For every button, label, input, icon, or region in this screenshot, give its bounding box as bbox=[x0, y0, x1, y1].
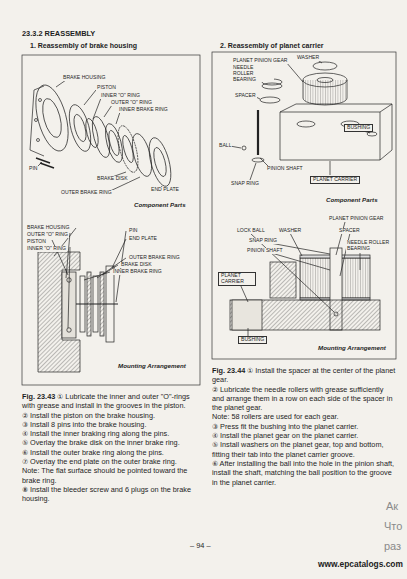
part-label: OUTER BRAKE RING bbox=[128, 255, 181, 261]
section-heading: 23.3.2 REASSEMBLY bbox=[22, 29, 95, 38]
part-label: SNAP RING bbox=[248, 238, 278, 244]
page-number: – 94 – bbox=[190, 541, 211, 550]
figure-caption: Component Parts bbox=[326, 196, 378, 203]
instruction-paragraph: ④ Install the inner braking ring along t… bbox=[22, 429, 202, 438]
instruction-paragraph: ⑥ After installing the ball into the hol… bbox=[212, 459, 396, 487]
part-label: PLANET PINION GEAR bbox=[232, 58, 289, 64]
figure-number: Fig. 23.44 bbox=[212, 366, 245, 375]
watermark: Ак bbox=[386, 500, 398, 512]
instruction-text: ⑦ Overlay the end plate on the outer bra… bbox=[22, 457, 177, 466]
instruction-text: ⑤ Install washers on the planet gear, to… bbox=[212, 440, 384, 458]
part-label: END PLATE bbox=[128, 236, 158, 242]
instruction-paragraph: Note: 58 rollers are used for each gear. bbox=[212, 412, 396, 421]
instruction-paragraph: ⑥ Install the outer brake ring along the… bbox=[22, 448, 202, 457]
instruction-text: ⑧ Install the bleeder screw and 6 plugs … bbox=[22, 485, 191, 503]
instruction-paragraph: ④ Install the planet gear on the planet … bbox=[212, 431, 396, 440]
instruction-text: Note: The flat surface should be pointed… bbox=[22, 466, 187, 484]
watermark: www.epcatalogs.com bbox=[318, 559, 403, 569]
part-label: INNER "O" RING bbox=[26, 246, 67, 252]
part-label: NEEDLE ROLLER BEARING bbox=[232, 65, 274, 82]
part-label: PLANET CARRIER bbox=[218, 272, 256, 286]
part-label: PINION SHAFT bbox=[266, 166, 304, 172]
instruction-paragraph: ② Lubricate the needle rollers with grea… bbox=[212, 385, 396, 413]
part-label: OUTER BRAKE RING bbox=[60, 190, 113, 196]
instruction-text: ⑥ Install the outer brake ring along the… bbox=[22, 448, 164, 457]
part-label: WASHER bbox=[278, 228, 302, 234]
watermark: раз bbox=[384, 540, 401, 552]
instruction-paragraph: ⑦ Overlay the end plate on the outer bra… bbox=[22, 457, 202, 466]
part-label: END PLATE bbox=[150, 187, 180, 193]
figure-caption: Mounting Arrangement bbox=[118, 362, 186, 369]
part-label: PISTON bbox=[96, 85, 117, 91]
instruction-paragraph: ⑤ Install washers on the planet gear, to… bbox=[212, 440, 396, 459]
watermark: Что bbox=[384, 520, 402, 532]
part-label: BRAKE DISK bbox=[96, 176, 129, 182]
instruction-text: ④ Install the planet gear on the planet … bbox=[212, 431, 358, 440]
part-label: BRAKE HOUSING bbox=[26, 225, 70, 231]
instruction-paragraph: Fig. 23.44 ① Install the spacer at the c… bbox=[212, 366, 396, 385]
part-label: PLANET CARRIER bbox=[310, 176, 360, 184]
instruction-text: ② Lubricate the needle rollers with grea… bbox=[212, 385, 393, 413]
part-label: PLANET PINION GEAR bbox=[328, 216, 385, 222]
instruction-paragraph: Fig. 23.43 ① Lubricate the inner and out… bbox=[22, 392, 202, 411]
instruction-text: ③ Press fit the bushing into the planet … bbox=[212, 422, 358, 431]
subheading: 1. Reassembly of brake housing bbox=[30, 42, 137, 49]
part-label: PIN bbox=[128, 228, 139, 234]
instruction-paragraph: ⑤ Overlay the brake disk on the inner br… bbox=[22, 438, 202, 447]
instruction-text: ⑤ Overlay the brake disk on the inner br… bbox=[22, 438, 180, 447]
instruction-paragraph: ③ Install 8 pins into the brake housing. bbox=[22, 420, 202, 429]
instruction-column: Fig. 23.43 ① Lubricate the inner and out… bbox=[22, 392, 202, 504]
figure-caption: Component Parts bbox=[134, 201, 186, 208]
part-label: OUTER "O" RING bbox=[26, 232, 69, 238]
part-label: LOCK BALL bbox=[236, 228, 266, 234]
part-label: SPACER bbox=[234, 93, 257, 99]
part-label: PINION SHAFT bbox=[246, 248, 284, 254]
part-label: INNER "O" RING bbox=[100, 93, 141, 99]
part-label: BALL bbox=[218, 143, 232, 149]
part-label: BRAKE DISK bbox=[120, 262, 153, 268]
instruction-paragraph: ③ Press fit the bushing into the planet … bbox=[212, 422, 396, 431]
instruction-text: ② Install the piston on the brake housin… bbox=[22, 411, 155, 420]
part-label: INNER BRAKE RING bbox=[118, 107, 169, 113]
part-label: PIN bbox=[28, 166, 39, 172]
instruction-column: Fig. 23.44 ① Install the spacer at the c… bbox=[212, 366, 396, 487]
part-label: BUSHING bbox=[344, 124, 373, 132]
part-label: SNAP RING bbox=[230, 181, 260, 187]
part-label: OUTER "O" RING bbox=[110, 100, 153, 106]
instruction-paragraph: ② Install the piston on the brake housin… bbox=[22, 411, 202, 420]
instruction-text: ⑥ After installing the ball into the hol… bbox=[212, 459, 394, 487]
figure-caption: Mounting Arrangement bbox=[318, 344, 386, 351]
part-label: PISTON bbox=[26, 239, 47, 245]
instruction-text: ③ Install 8 pins into the brake housing. bbox=[22, 420, 146, 429]
part-label: NEEDLE ROLLER BEARING bbox=[346, 240, 392, 252]
instruction-paragraph: ⑧ Install the bleeder screw and 6 plugs … bbox=[22, 485, 202, 504]
part-label: SPACER bbox=[338, 228, 361, 234]
instruction-text: Note: 58 rollers are used for each gear. bbox=[212, 412, 339, 421]
instruction-paragraph: Note: The flat surface should be pointed… bbox=[22, 466, 202, 485]
part-label: WASHER bbox=[296, 55, 320, 61]
part-label: BRAKE HOUSING bbox=[62, 75, 106, 81]
subheading: 2. Reassembly of planet carrier bbox=[220, 42, 324, 49]
part-label: INNER BRAKE RING bbox=[112, 269, 163, 275]
part-label: BUSHING bbox=[238, 336, 267, 344]
figure-number: Fig. 23.43 bbox=[22, 392, 55, 401]
instruction-text: ④ Install the inner braking ring along t… bbox=[22, 429, 169, 438]
